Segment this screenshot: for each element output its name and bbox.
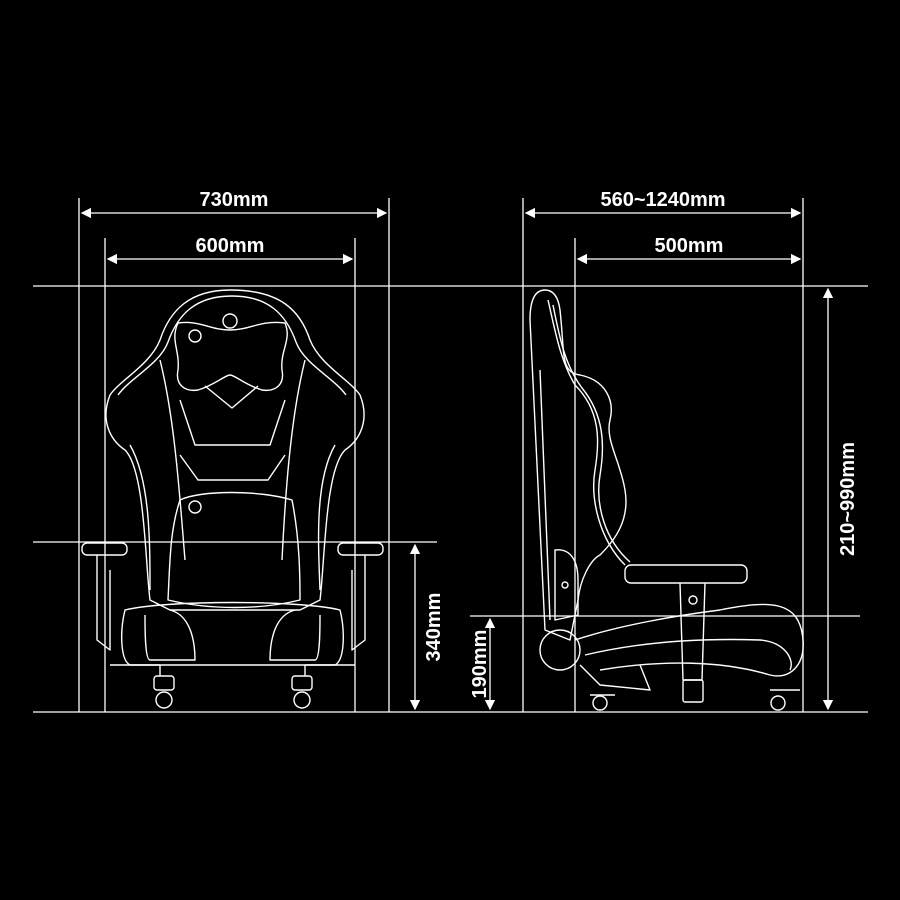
seat-depth-label: 500mm [654, 235, 724, 257]
seat-height-label: 190mm [469, 629, 491, 699]
total-height-label: 210~990mm [837, 442, 859, 556]
armrest-height-label: 340mm [423, 592, 445, 662]
overall-width-label: 730mm [199, 189, 269, 211]
chair-side-drawing [529, 289, 804, 711]
seat-width-label: 600mm [195, 235, 265, 257]
depth-range-label: 560~1240mm [600, 189, 726, 211]
chair-front-drawing [81, 289, 384, 709]
